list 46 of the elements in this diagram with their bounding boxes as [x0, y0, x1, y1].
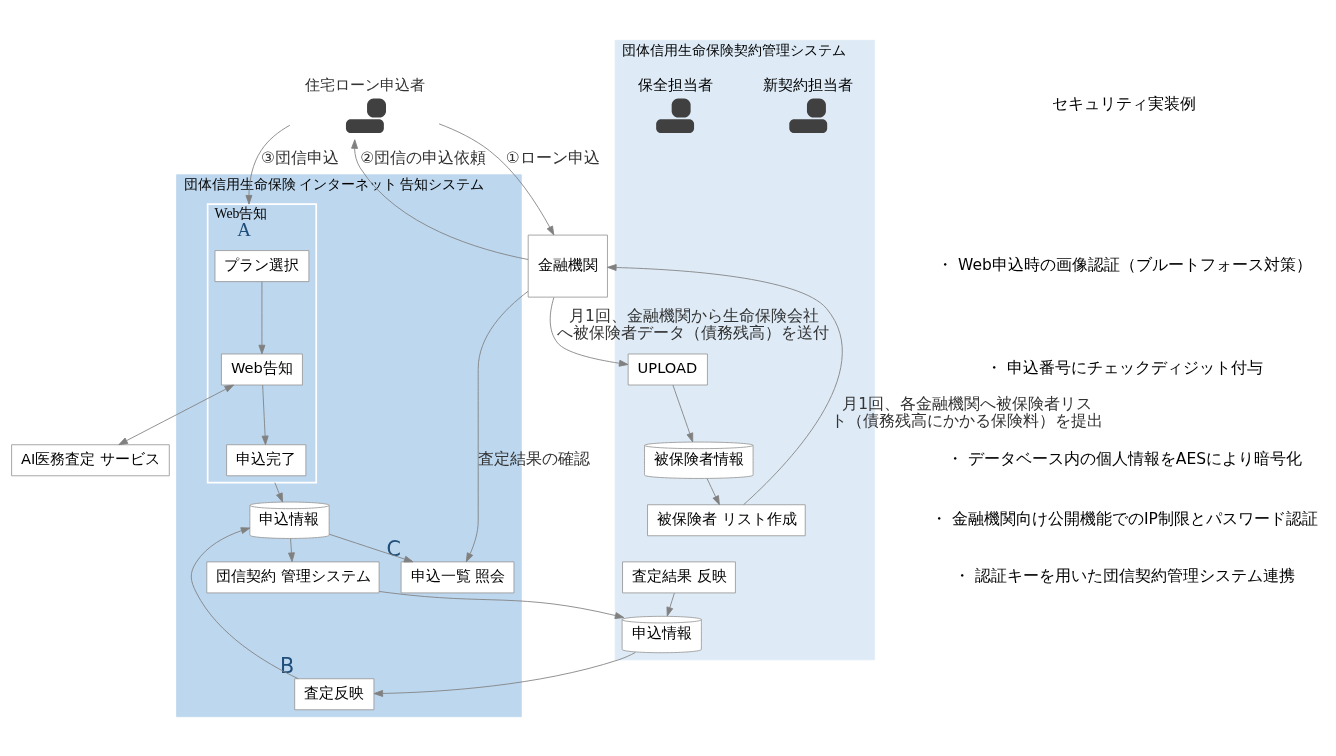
arrow: [378, 590, 625, 619]
node-box: プラン選択: [214, 249, 310, 282]
node-box: 被保険者 リスト作成: [647, 503, 806, 536]
arrow: [549, 296, 629, 367]
label: セキュリティ実装例: [1052, 93, 1197, 113]
node-box: Web告知: [221, 353, 303, 385]
label: ・ Web申込時の画像認証（ブルートフォース対策）: [937, 255, 1312, 274]
node-label: B: [280, 653, 295, 678]
node-box: AI医務査定 サービス: [11, 443, 170, 476]
arrow: [258, 280, 266, 354]
edge-label: 月1回、金融機関から生命保険会社へ被保険者データ（債務残高）を送付: [557, 306, 830, 342]
label: ・ データベース内の個人情報をAESにより暗号化: [946, 449, 1303, 468]
node-box: 査定結果 反映: [622, 560, 736, 593]
node-label: 新契約担当者: [763, 75, 854, 93]
node-box: 申込一覧 照会: [400, 560, 515, 593]
arrow: [438, 122, 555, 235]
label: ・ 申込番号にチェックディジット付与: [986, 358, 1263, 377]
arrow: [288, 537, 295, 562]
edge-label: ②団信の申込依頼: [360, 148, 487, 167]
arrow: [328, 533, 414, 562]
node-box: UPLOAD: [627, 353, 708, 385]
arrow: [274, 481, 283, 502]
node-box: 団信契約 管理システム: [206, 560, 380, 593]
arrow: [672, 384, 694, 442]
arrow: [706, 477, 720, 505]
arrow: [245, 124, 291, 204]
arrow: [465, 290, 529, 562]
node-label: C: [386, 536, 401, 561]
node-label: 保全担当者: [637, 75, 713, 93]
node-label: 住宅ローン申込者: [305, 75, 426, 93]
arrow: [373, 651, 636, 697]
edge-label: ③団信申込: [261, 148, 339, 167]
edge-label: 月1回、各金融機関へ被保険者リスト（債務残高にかかる保険料）を提出: [830, 394, 1103, 430]
arrow: [607, 263, 843, 505]
node-box: 申込完了: [226, 443, 307, 476]
node-box: 金融機関: [527, 234, 608, 298]
edge-label: 査定結果の確認: [478, 449, 591, 468]
arrow: [190, 526, 299, 679]
arrow: [666, 592, 675, 616]
label: ・ 認証キーを用いた団信契約管理システム連携: [954, 566, 1295, 585]
arrow: [351, 138, 529, 260]
node-box: 査定反映: [294, 677, 375, 710]
arrow: [118, 384, 235, 445]
edge-label: ①ローン申込: [505, 148, 600, 167]
arrow: [261, 384, 269, 445]
label: ・ 金融機関向け公開機能でのIP制限とパスワード認証: [931, 509, 1318, 528]
